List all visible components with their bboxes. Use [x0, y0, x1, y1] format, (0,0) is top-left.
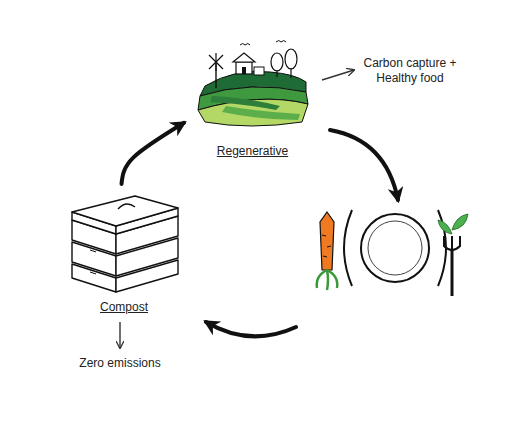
node-label: Compost — [62, 300, 186, 314]
plate-illustration — [317, 210, 468, 296]
leader-arrow — [119, 322, 120, 348]
farm-node: Regenerative — [190, 36, 315, 160]
cycle-arrow — [122, 123, 184, 184]
compost-bin-illustration — [72, 196, 178, 292]
compost-node: Compost — [62, 188, 186, 316]
cycle-arrow — [206, 322, 296, 336]
cycle-arrow — [330, 130, 398, 200]
note-text: Zero emissions — [65, 356, 175, 371]
node-label: Regenerative — [190, 144, 315, 158]
note-text: Carbon capture + Healthy food — [360, 56, 460, 86]
leader-arrow — [322, 70, 354, 80]
farm-illustration — [198, 41, 308, 127]
